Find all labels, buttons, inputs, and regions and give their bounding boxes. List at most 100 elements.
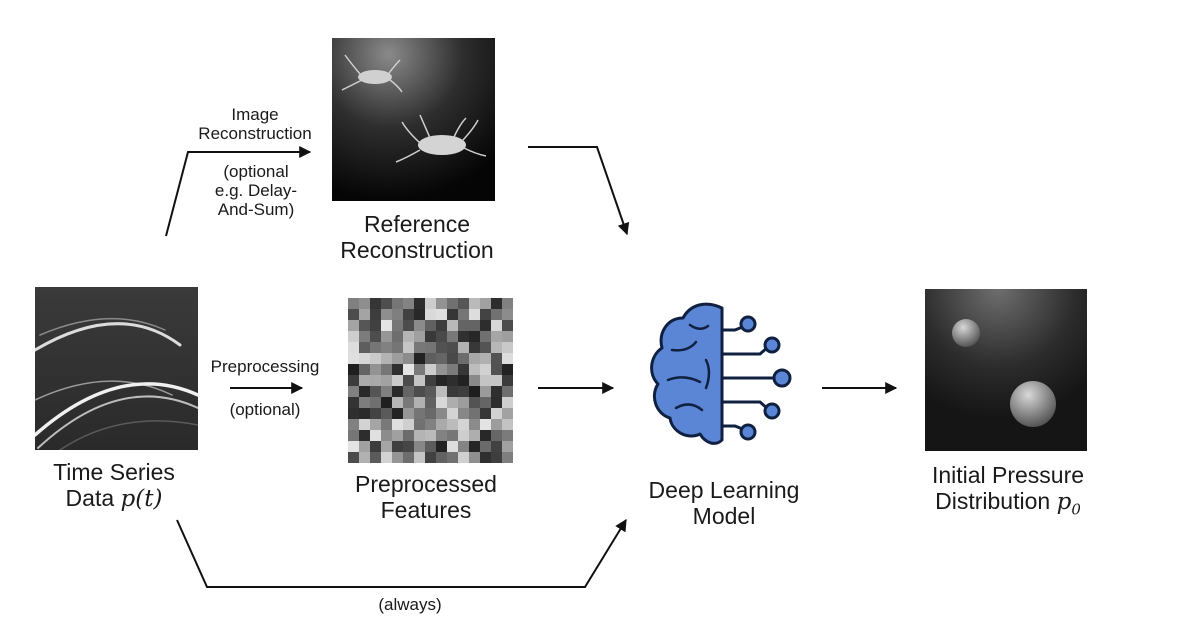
- feature-cell: [359, 353, 370, 364]
- feature-cell: [447, 353, 458, 364]
- feature-cell: [425, 430, 436, 441]
- feature-cell: [370, 309, 381, 320]
- feature-cell: [502, 331, 513, 342]
- output-label-text: Distribution: [935, 488, 1057, 514]
- feature-cell: [447, 320, 458, 331]
- feature-cell: [414, 386, 425, 397]
- feature-cell: [414, 375, 425, 386]
- feature-cell: [447, 309, 458, 320]
- feature-cell: [425, 375, 436, 386]
- feature-cell: [381, 408, 392, 419]
- feature-cell: [458, 452, 469, 463]
- feature-cell: [425, 408, 436, 419]
- feature-cell: [447, 375, 458, 386]
- preprocessing-label: Preprocessing: [210, 357, 320, 376]
- feature-cell: [370, 320, 381, 331]
- model-label-line2: Model: [692, 503, 756, 529]
- feature-cell: [403, 386, 414, 397]
- feature-cell: [403, 331, 414, 342]
- feature-cell: [414, 298, 425, 309]
- feature-cell: [403, 320, 414, 331]
- feature-cell: [469, 452, 480, 463]
- feature-cell: [447, 386, 458, 397]
- feature-cell: [414, 430, 425, 441]
- feature-cell: [491, 419, 502, 430]
- feature-cell: [370, 375, 381, 386]
- feature-cell: [359, 375, 370, 386]
- initial-pressure-image: [925, 289, 1087, 451]
- feature-cell: [502, 397, 513, 408]
- feature-cell: [392, 441, 403, 452]
- feature-cell: [414, 452, 425, 463]
- feature-cell: [403, 419, 414, 430]
- feature-cell: [502, 419, 513, 430]
- feature-cell: [403, 375, 414, 386]
- feature-cell: [502, 441, 513, 452]
- feature-cell: [381, 298, 392, 309]
- feature-cell: [425, 452, 436, 463]
- preprocessed-features-label: Preprocessed Features: [336, 471, 516, 523]
- feature-cell: [348, 320, 359, 331]
- feature-cell: [359, 452, 370, 463]
- feature-cell: [348, 441, 359, 452]
- feature-cell: [381, 397, 392, 408]
- feature-cell: [491, 386, 502, 397]
- image-recon-note3: And-Sum): [217, 200, 295, 219]
- feature-cell: [348, 342, 359, 353]
- feature-cell: [447, 441, 458, 452]
- feature-cell: [403, 452, 414, 463]
- feature-cell: [348, 452, 359, 463]
- feature-cell: [447, 342, 458, 353]
- feature-cell: [458, 430, 469, 441]
- feature-cell: [403, 298, 414, 309]
- time-series-math: p(t): [120, 486, 163, 512]
- image-reconstruction-note: (optional e.g. Delay- And-Sum): [196, 162, 316, 219]
- time-series-label-line2: Data p(t): [26, 485, 202, 512]
- feature-cell: [348, 375, 359, 386]
- always-label: (always): [378, 595, 442, 614]
- feature-cell: [403, 353, 414, 364]
- feature-cell: [425, 320, 436, 331]
- feature-cell: [359, 386, 370, 397]
- features-label-line2: Features: [380, 497, 472, 523]
- feature-cell: [469, 386, 480, 397]
- feature-cell: [480, 298, 491, 309]
- feature-cell: [458, 320, 469, 331]
- edge-always: [176, 518, 627, 588]
- feature-cell: [458, 353, 469, 364]
- image-reconstruction-label: Image Reconstruction: [190, 105, 320, 143]
- feature-cell: [370, 452, 381, 463]
- feature-cell: [458, 364, 469, 375]
- feature-cell: [348, 353, 359, 364]
- feature-cell: [458, 419, 469, 430]
- feature-cell: [436, 364, 447, 375]
- feature-cell: [436, 298, 447, 309]
- feature-cell: [502, 386, 513, 397]
- feature-cell: [414, 408, 425, 419]
- feature-cell: [403, 408, 414, 419]
- preprocessing-note: (optional): [229, 400, 301, 419]
- time-series-label-line1: Time Series: [53, 459, 175, 485]
- feature-cell: [458, 298, 469, 309]
- feature-cell: [414, 364, 425, 375]
- feature-cell: [480, 375, 491, 386]
- feature-cell: [502, 309, 513, 320]
- feature-cell: [392, 419, 403, 430]
- edge-image-reconstruction: [165, 146, 312, 237]
- feature-cell: [502, 430, 513, 441]
- feature-cell: [502, 375, 513, 386]
- output-math: p: [1056, 489, 1072, 515]
- feature-cell: [381, 364, 392, 375]
- feature-cell: [436, 375, 447, 386]
- feature-cell: [502, 408, 513, 419]
- feature-cell: [436, 419, 447, 430]
- feature-cell: [414, 397, 425, 408]
- feature-cell: [392, 342, 403, 353]
- feature-cell: [403, 309, 414, 320]
- feature-cell: [447, 331, 458, 342]
- feature-cell: [403, 441, 414, 452]
- feature-cell: [491, 364, 502, 375]
- feature-cell: [425, 441, 436, 452]
- feature-cell: [348, 309, 359, 320]
